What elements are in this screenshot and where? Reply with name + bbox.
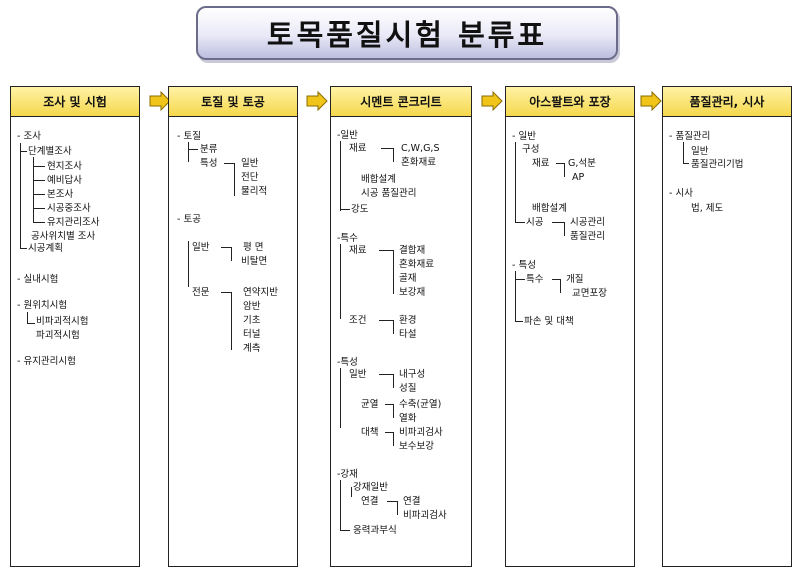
tree-item: - 실내시험	[17, 274, 59, 285]
tree-item: 시공	[526, 217, 544, 228]
column-asphalt-pavement: 아스팔트와 포장 - 일반 구성 재료 G,석분 AP 배합설계 시공 시공관리…	[505, 86, 635, 567]
tree-item: 전문	[192, 287, 210, 298]
tree-item: 본조사	[47, 189, 74, 200]
tree-item: 연결	[361, 496, 379, 507]
arrow-right-icon	[149, 91, 171, 111]
tree-item: 시공중조사	[47, 203, 91, 214]
tree-item: - 유지관리시험	[17, 356, 76, 367]
tree-item: 배합설계	[361, 174, 396, 185]
page-title: 토목품질시험 분류표	[266, 18, 548, 52]
title-box: 토목품질시험 분류표	[196, 6, 618, 60]
tree-item: 재료	[349, 143, 367, 154]
column-quality-current: 품질관리, 시사 - 품질관리 일반 품질관리기법 - 시사 법, 제도	[662, 86, 792, 567]
tree-item: 터널	[243, 329, 261, 340]
tree-item: - 원위치시험	[17, 300, 68, 311]
tree-item: 배합설계	[532, 203, 567, 214]
tree-item: 연약지반	[243, 287, 278, 298]
tree-item: 성질	[399, 383, 417, 394]
tree-item: 강재일반	[353, 482, 388, 493]
tree-item: 열화	[399, 413, 417, 424]
tree-item: 일반	[691, 146, 709, 157]
tree-item: G,석분	[568, 158, 596, 169]
tree-item: 파괴적시험	[36, 330, 80, 341]
tree-item: 결합재	[399, 245, 426, 256]
tree-item: AP	[572, 172, 585, 183]
tree-item: 공사위치별 조사	[31, 231, 96, 242]
tree-item: 비파괴검사	[403, 510, 447, 521]
tree-item: 일반	[241, 158, 259, 169]
column-cement-concrete: 시멘트 콘크리트 -일반 재료 C,W,G,S 혼화재료 배합설계 시공 품질관…	[330, 86, 472, 567]
column-survey-test: 조사 및 시험 - 조사 단계별조사 현지조사 예비답사 본조사 시공중조사 유…	[10, 86, 140, 567]
tree-item: -강재	[337, 469, 358, 480]
tree-item: - 시사	[669, 188, 693, 199]
tree-item: 품질관리기법	[691, 159, 744, 170]
tree-item: -특수	[337, 233, 358, 244]
tree-item: 골재	[399, 273, 417, 284]
tree-item: 타설	[399, 329, 417, 340]
tree-item: - 품질관리	[669, 131, 711, 142]
column-header: 시멘트 콘크리트	[331, 87, 471, 117]
tree-item: 일반	[349, 369, 367, 380]
tree-item: 전단	[241, 172, 259, 183]
column-soil-earthwork: 토질 및 토공 - 토질 분류 특성 일반 전단 물리적 - 토공 일반 평 면…	[168, 86, 298, 567]
column-header: 품질관리, 시사	[663, 87, 791, 117]
tree-item: 보강재	[399, 287, 426, 298]
tree-item: 평 면	[243, 242, 264, 253]
tree-item: 계측	[243, 343, 261, 354]
tree-item: - 토공	[177, 214, 201, 225]
tree-item: 특성	[200, 158, 218, 169]
tree-item: 파손 및 대책	[524, 316, 574, 327]
tree-item: 법, 제도	[691, 203, 724, 214]
tree-item: 재료	[532, 158, 550, 169]
tree-item: 혼화재료	[399, 259, 434, 270]
tree-item: C,W,G,S	[401, 143, 440, 154]
tree-item: 균열	[361, 399, 379, 410]
column-header: 아스팔트와 포장	[506, 87, 634, 117]
tree-item: 시공관리	[570, 217, 605, 228]
tree-item: 대책	[361, 427, 379, 438]
tree-item: 환경	[399, 315, 417, 326]
arrow-right-icon	[481, 91, 503, 111]
tree-item: 강도	[351, 204, 369, 215]
tree-item: 시공계획	[28, 243, 63, 254]
tree-item: -일반	[337, 130, 358, 141]
tree-item: 수축(균열)	[399, 399, 442, 410]
tree-item: 특수	[526, 274, 544, 285]
arrow-right-icon	[640, 91, 662, 111]
tree-item: -특성	[337, 357, 358, 368]
tree-item: 응력과부식	[353, 525, 397, 536]
tree-item: - 일반	[512, 131, 536, 142]
tree-item: 물리적	[241, 186, 268, 197]
tree-item: 재료	[349, 245, 367, 256]
tree-item: 연결	[403, 496, 421, 507]
tree-item: - 조사	[17, 131, 41, 142]
tree-item: 단계별조사	[28, 146, 72, 157]
tree-item: 예비답사	[47, 175, 82, 186]
tree-item: 분류	[200, 144, 218, 155]
tree-item: 현지조사	[47, 161, 82, 172]
tree-item: 내구성	[399, 369, 426, 380]
tree-item: 조건	[349, 315, 367, 326]
tree-item: 유지관리조사	[47, 217, 100, 228]
tree-item: 암반	[243, 301, 261, 312]
tree-item: 개질	[566, 274, 584, 285]
tree-item: 혼화재료	[401, 157, 436, 168]
tree-item: 비파괴검사	[399, 427, 443, 438]
tree-item: 품질관리	[570, 231, 605, 242]
tree-item: 비파괴적시험	[36, 316, 89, 327]
tree-item: 교면포장	[572, 288, 607, 299]
column-header: 토질 및 토공	[169, 87, 297, 117]
tree-item: 일반	[192, 242, 210, 253]
arrow-right-icon	[306, 91, 328, 111]
tree-item: 보수보강	[399, 441, 434, 452]
column-header: 조사 및 시험	[11, 87, 139, 117]
tree-item: 시공 품질관리	[361, 188, 417, 199]
tree-item: 비탈면	[241, 256, 268, 267]
tree-item: - 특성	[512, 260, 536, 271]
tree-item: 구성	[522, 144, 540, 155]
tree-item: 기초	[243, 315, 261, 326]
tree-item: - 토질	[177, 131, 201, 142]
